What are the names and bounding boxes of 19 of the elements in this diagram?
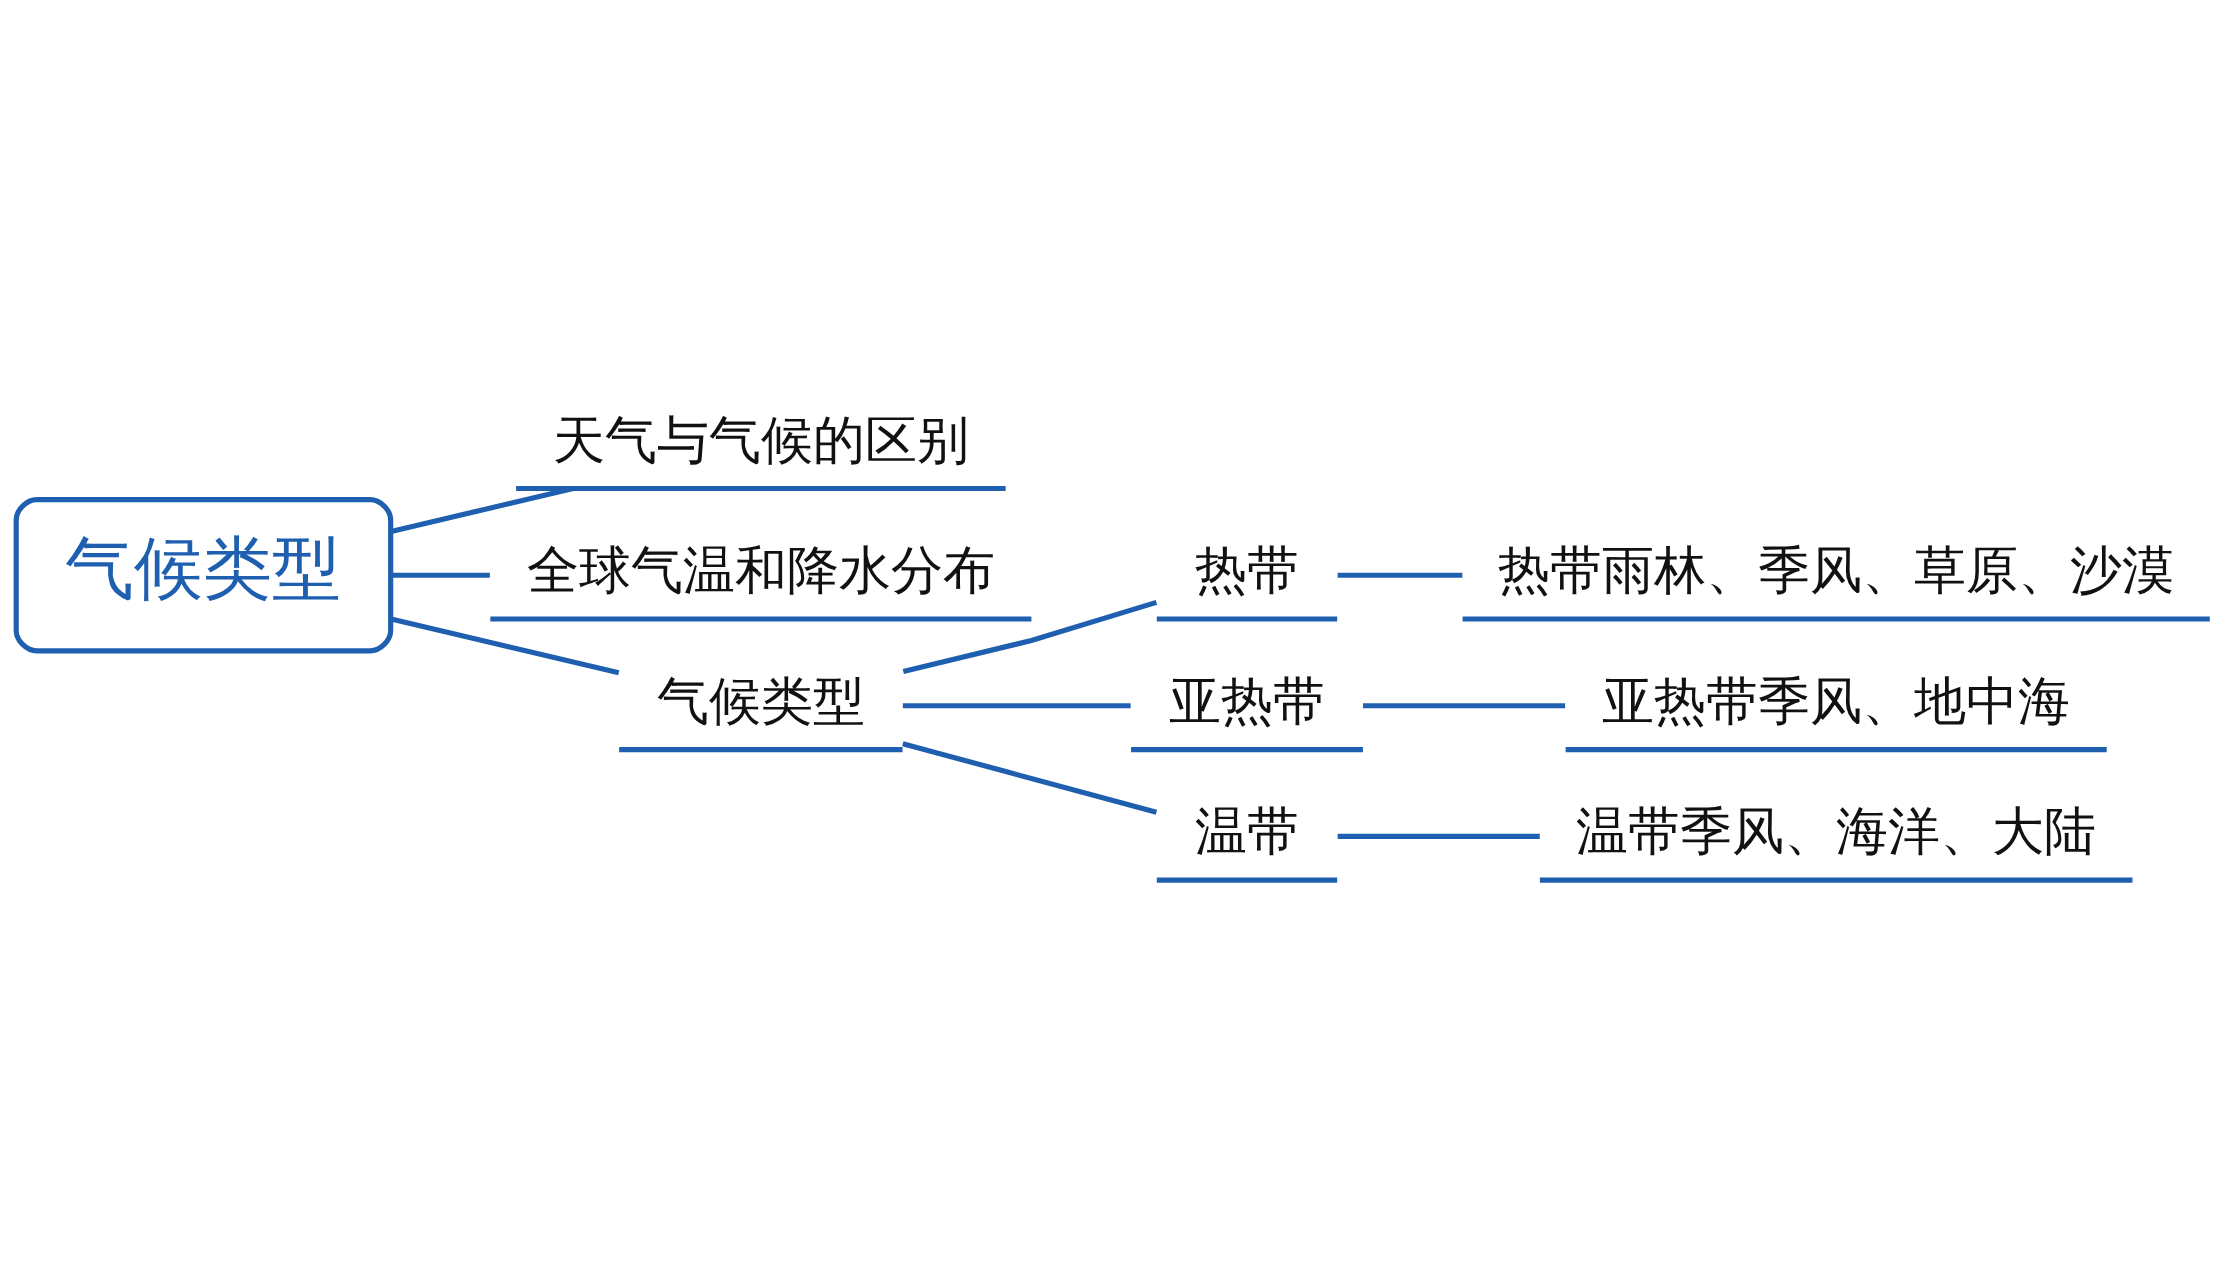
connector <box>902 740 1158 815</box>
node-box: 气候类型 <box>13 496 394 653</box>
connector <box>902 702 1131 708</box>
node-text: 亚热带 <box>1168 670 1325 731</box>
node-text: 热带 <box>1194 539 1299 600</box>
connector <box>390 616 620 675</box>
node-text: 全球气温和降水分布 <box>526 539 995 600</box>
node-text: 温带 <box>1194 800 1299 861</box>
node-text: 温带季风、海洋、大陆 <box>1576 800 2097 861</box>
node-text: 热带雨林、季风、草原、沙漠 <box>1498 539 2175 600</box>
connector <box>390 485 574 534</box>
connector <box>1337 833 1540 839</box>
connector <box>1363 702 1566 708</box>
node-text: 天气与气候的区别 <box>552 409 969 470</box>
node-text: 亚热带季风、地中海 <box>1602 670 2071 731</box>
connector <box>1337 572 1463 578</box>
node-text: 气候类型 <box>656 670 865 731</box>
connector <box>391 572 490 578</box>
connector <box>902 599 1158 674</box>
